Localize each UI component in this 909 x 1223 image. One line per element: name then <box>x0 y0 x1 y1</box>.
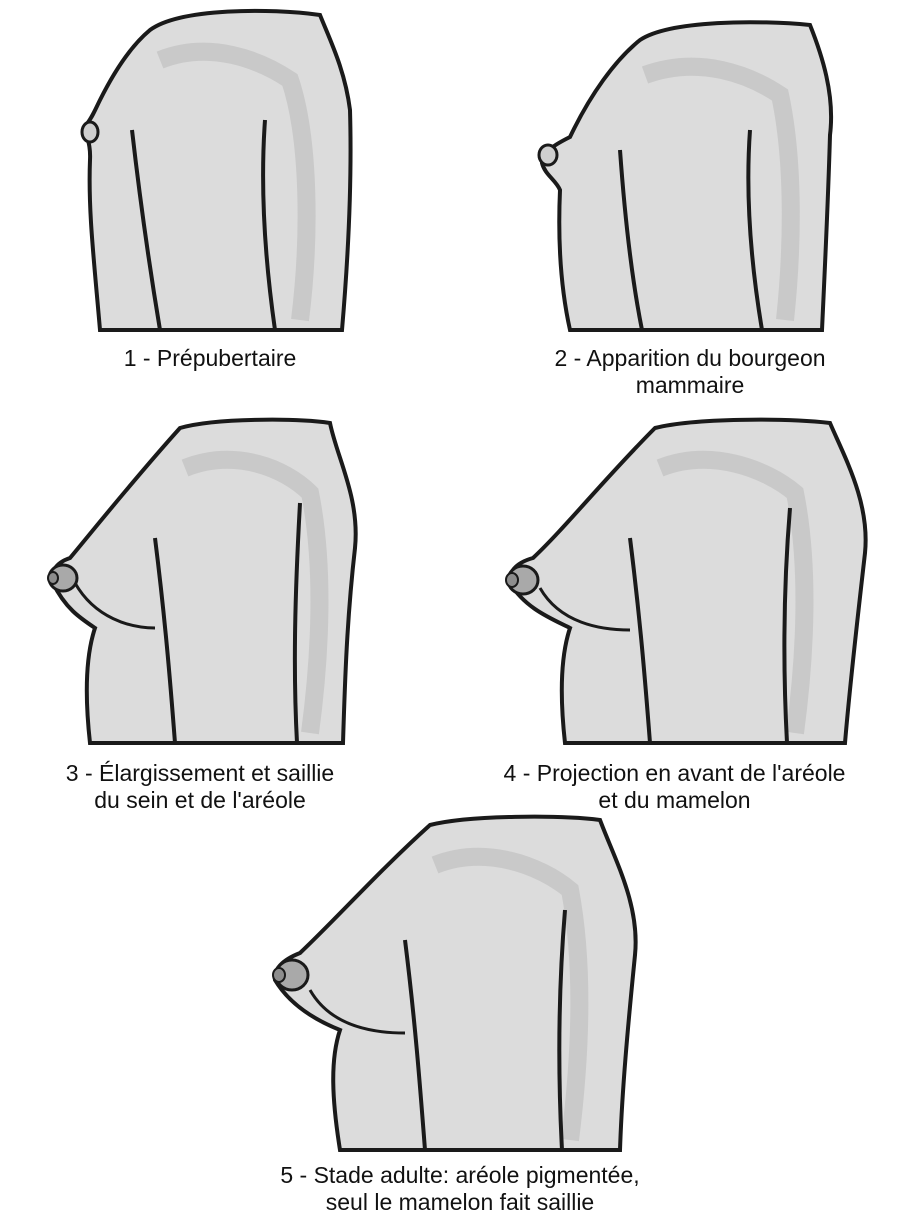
stage-5-illustration <box>270 815 650 1155</box>
stage-3-caption-line-2: du sein et de l'aréole <box>0 787 400 814</box>
torso-drawing-stage-1 <box>60 0 360 340</box>
stage-5-caption: 5 - Stade adulte: aréole pigmentée, seul… <box>210 1162 710 1216</box>
stage-4-caption: 4 - Projection en avant de l'aréole et d… <box>440 760 909 814</box>
stage-2-illustration <box>530 15 860 335</box>
stage-2-caption-line-2: mammaire <box>480 372 900 399</box>
stage-1-illustration <box>60 0 360 340</box>
torso-drawing-stage-2 <box>530 15 860 335</box>
stage-1-caption: 1 - Prépubertaire <box>60 345 360 372</box>
stage-4-caption-line-2: et du mamelon <box>440 787 909 814</box>
torso-drawing-stage-4 <box>505 418 885 748</box>
stage-3-illustration <box>45 418 375 748</box>
stage-1-caption-line-1: 1 - Prépubertaire <box>60 345 360 372</box>
torso-drawing-stage-3 <box>45 418 375 748</box>
stage-4-illustration <box>505 418 885 748</box>
stage-3-caption-line-1: 3 - Élargissement et saillie <box>0 760 400 787</box>
stage-3-caption: 3 - Élargissement et saillie du sein et … <box>0 760 400 814</box>
stage-5-caption-line-2: seul le mamelon fait saillie <box>210 1189 710 1216</box>
stage-2-caption: 2 - Apparition du bourgeon mammaire <box>480 345 900 399</box>
stage-4-caption-line-1: 4 - Projection en avant de l'aréole <box>440 760 909 787</box>
torso-drawing-stage-5 <box>270 815 650 1155</box>
stage-5-caption-line-1: 5 - Stade adulte: aréole pigmentée, <box>210 1162 710 1189</box>
stage-2-caption-line-1: 2 - Apparition du bourgeon <box>480 345 900 372</box>
